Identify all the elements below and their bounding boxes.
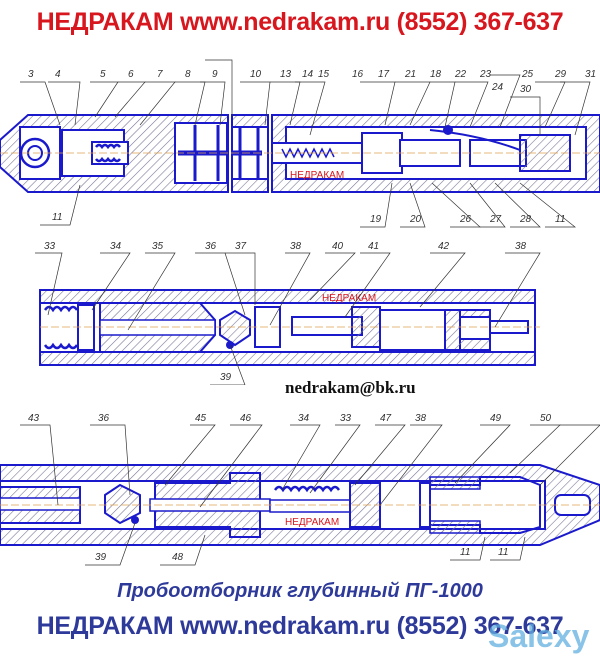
top-banner: НЕДРАКАМ www.nedrakam.ru (8552) 367-637 (36, 8, 564, 36)
svg-text:28: 28 (519, 214, 532, 225)
svg-text:36: 36 (98, 413, 110, 424)
svg-text:3: 3 (28, 69, 34, 80)
svg-text:19: 19 (370, 214, 382, 225)
svg-text:11: 11 (460, 547, 470, 558)
svg-text:49: 49 (490, 413, 502, 424)
drawing-section-3: НЕДРАКАМ 43 36 45 46 34 33 47 38 49 50 39 48 11 11 (0, 413, 600, 566)
svg-text:41: 41 (368, 241, 379, 252)
svg-text:4: 4 (55, 69, 61, 80)
svg-text:33: 33 (340, 413, 352, 424)
svg-text:33: 33 (44, 241, 56, 252)
diagram-caption: Пробоотборник глубинный ПГ-1000 (117, 580, 483, 602)
svg-text:26: 26 (459, 214, 472, 225)
svg-text:10: 10 (250, 69, 262, 80)
svg-text:36: 36 (205, 241, 217, 252)
drawing-section-2: НЕДРАКАМ 33 34 35 36 37 38 40 41 42 38 39 (35, 241, 541, 385)
svg-text:29: 29 (554, 69, 567, 80)
svg-text:13: 13 (280, 69, 292, 80)
svg-text:14: 14 (302, 69, 314, 80)
svg-text:38: 38 (290, 241, 302, 252)
svg-text:7: 7 (157, 69, 163, 80)
svg-text:8: 8 (185, 69, 191, 80)
svg-text:43: 43 (28, 413, 40, 424)
drawing-section-1: НЕДРАКАМ 3 4 5 6 7 8 9 12 10 13 14 15 16 17 21 18 22… (0, 55, 600, 228)
svg-text:48: 48 (172, 552, 184, 563)
svg-text:20: 20 (409, 214, 422, 225)
svg-text:42: 42 (438, 241, 450, 252)
svg-text:11: 11 (555, 214, 565, 225)
svg-text:31: 31 (585, 69, 596, 80)
svg-text:21: 21 (404, 69, 416, 80)
svg-text:12: 12 (212, 55, 224, 56)
svg-text:9: 9 (212, 69, 218, 80)
svg-text:39: 39 (220, 372, 232, 383)
svg-text:37: 37 (235, 241, 247, 252)
drawing-watermark-2: НЕДРАКАМ (322, 293, 376, 304)
svg-text:30: 30 (520, 84, 532, 95)
svg-text:35: 35 (152, 241, 164, 252)
svg-text:11: 11 (52, 212, 62, 223)
svg-text:24: 24 (491, 82, 504, 93)
svg-text:17: 17 (378, 69, 390, 80)
svg-text:39: 39 (95, 552, 107, 563)
email-text: nedrakam@bk.ru (285, 378, 416, 397)
salexy-watermark: Salexy (488, 618, 590, 654)
svg-text:34: 34 (110, 241, 122, 252)
svg-text:6: 6 (128, 69, 134, 80)
drawing-watermark-1: НЕДРАКАМ (290, 170, 344, 181)
svg-text:40: 40 (332, 241, 344, 252)
svg-text:45: 45 (195, 413, 207, 424)
svg-text:23: 23 (479, 69, 492, 80)
svg-text:27: 27 (489, 214, 502, 225)
svg-text:38: 38 (515, 241, 527, 252)
svg-text:18: 18 (430, 69, 442, 80)
svg-text:25: 25 (521, 69, 534, 80)
svg-text:47: 47 (380, 413, 392, 424)
svg-text:38: 38 (415, 413, 427, 424)
svg-text:15: 15 (318, 69, 330, 80)
bottom-banner: НЕДРАКАМ www.nedrakam.ru (8552) 367-637 (36, 612, 564, 640)
svg-text:16: 16 (352, 69, 364, 80)
drawing-watermark-3: НЕДРАКАМ (285, 517, 339, 528)
svg-text:5: 5 (100, 69, 106, 80)
svg-text:50: 50 (540, 413, 552, 424)
svg-text:11: 11 (498, 547, 508, 558)
svg-text:22: 22 (454, 69, 467, 80)
svg-text:34: 34 (298, 413, 310, 424)
svg-text:46: 46 (240, 413, 252, 424)
